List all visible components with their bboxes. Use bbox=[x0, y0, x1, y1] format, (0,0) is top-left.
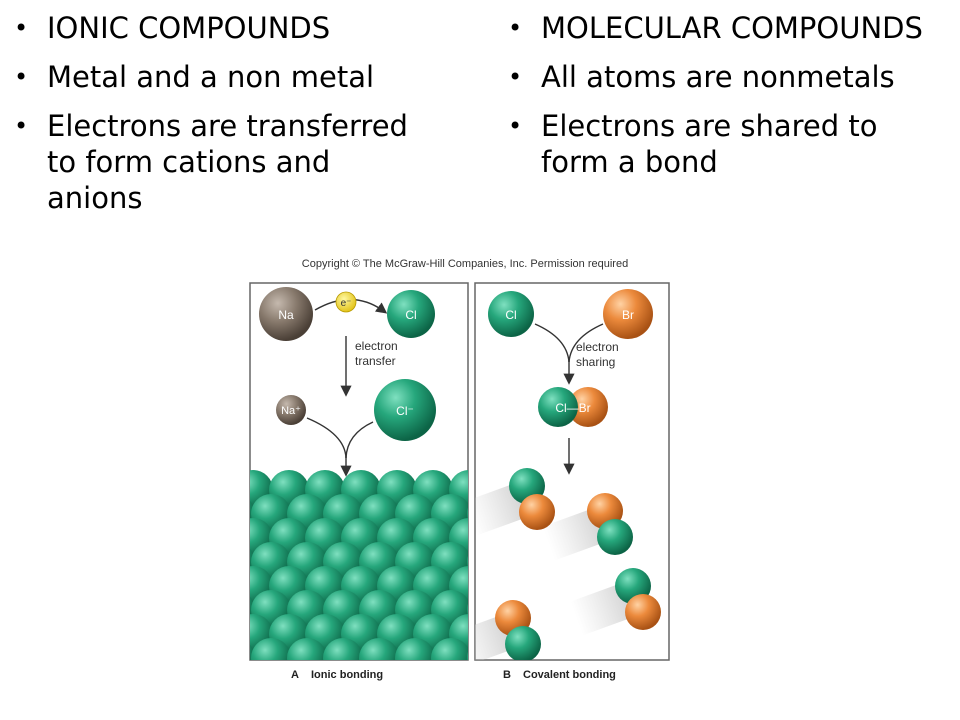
electron-label: e⁻ bbox=[341, 298, 352, 309]
chlorine-label: Cl bbox=[405, 308, 416, 322]
bromine-label: Br bbox=[622, 308, 634, 322]
transfer-label-line2: transfer bbox=[355, 354, 396, 368]
chloride-ion-lattice bbox=[467, 507, 468, 521]
caption-b-text: Covalent bonding bbox=[523, 669, 616, 681]
sodium-ion-lattice bbox=[461, 662, 477, 678]
ionic-column: IONIC COMPOUNDS Metal and a non metal El… bbox=[14, 10, 434, 229]
figure-copyright: Copyright © The McGraw-Hill Companies, I… bbox=[301, 258, 629, 270]
chloride-ion-lattice bbox=[359, 638, 399, 660]
sodium-atom: Na bbox=[259, 287, 313, 341]
share-arrow-left bbox=[534, 323, 570, 363]
chloride-ion-lattice bbox=[323, 638, 363, 660]
covalent-molecules bbox=[475, 468, 661, 660]
chlorine-atom: Cl bbox=[387, 290, 435, 338]
panel-covalent-bonding: Cl Br electron sharing Cl—Br bbox=[474, 282, 670, 661]
molecular-column: MOLECULAR COMPOUNDS All atoms are nonmet… bbox=[508, 10, 948, 193]
sodium-ion-lattice bbox=[425, 662, 441, 678]
chloride-ion-label: Cl⁻ bbox=[396, 404, 414, 418]
sodium-ion-lattice bbox=[389, 662, 405, 678]
share-arrow-right bbox=[568, 323, 604, 363]
ionic-lattice bbox=[245, 470, 477, 678]
molecular-bullet-heading: MOLECULAR COMPOUNDS bbox=[508, 10, 948, 46]
chloride-ion-lattice bbox=[467, 603, 468, 617]
clbr-molecule: Cl—Br bbox=[538, 387, 608, 427]
chloride-ion-lattice bbox=[287, 638, 327, 660]
molecular-bullet-electrons: Electrons are shared to form a bond bbox=[508, 108, 948, 180]
combine-arrow-left bbox=[306, 417, 347, 459]
ionic-bullet-heading: IONIC COMPOUNDS bbox=[14, 10, 434, 46]
molecule-atom bbox=[597, 519, 633, 555]
sodium-ion: Na⁺ bbox=[276, 395, 306, 425]
chloride-ion-lattice bbox=[395, 638, 435, 660]
sodium-ion-lattice bbox=[245, 662, 261, 678]
ionic-bullet-list: IONIC COMPOUNDS Metal and a non metal El… bbox=[14, 10, 434, 216]
caption-b-letter: B bbox=[503, 669, 511, 681]
molecule-atom bbox=[505, 626, 541, 660]
panel-ionic-bonding: Na Cl e⁻ electron transfer Na⁺ Cl⁻ bbox=[245, 282, 477, 678]
chlorine-b-label: Cl bbox=[505, 308, 516, 322]
bromine-atom: Br bbox=[603, 289, 653, 339]
bonding-diagram: Na Cl e⁻ electron transfer Na⁺ Cl⁻ bbox=[245, 282, 670, 681]
chlorine-atom-b: Cl bbox=[488, 291, 534, 337]
bonding-figure: Copyright © The McGraw-Hill Companies, I… bbox=[245, 258, 685, 698]
caption-a-letter: A bbox=[291, 669, 299, 681]
molecular-bullet-list: MOLECULAR COMPOUNDS All atoms are nonmet… bbox=[508, 10, 948, 180]
chloride-ion-lattice bbox=[251, 638, 291, 660]
sodium-ion-label: Na⁺ bbox=[281, 405, 301, 417]
ionic-bullet-composition: Metal and a non metal bbox=[14, 59, 434, 95]
chloride-ion: Cl⁻ bbox=[374, 379, 436, 441]
molecule-atom bbox=[519, 494, 555, 530]
transfer-label-line1: electron bbox=[355, 339, 398, 353]
clbr-label: Cl—Br bbox=[555, 401, 590, 415]
caption-a-text: Ionic bonding bbox=[311, 669, 383, 681]
chloride-ion-lattice bbox=[431, 638, 468, 660]
sodium-label: Na bbox=[278, 308, 294, 322]
chloride-ion-lattice bbox=[467, 651, 468, 660]
molecular-bullet-composition: All atoms are nonmetals bbox=[508, 59, 948, 95]
combine-arrow-right bbox=[345, 421, 374, 459]
molecule-atom bbox=[625, 594, 661, 630]
chloride-ion-lattice bbox=[467, 555, 468, 569]
sharing-label-line2: sharing bbox=[576, 355, 615, 369]
sharing-label-line1: electron bbox=[576, 340, 619, 354]
electron-particle: e⁻ bbox=[335, 291, 357, 313]
ionic-bullet-electrons: Electrons are transferred to form cation… bbox=[14, 108, 434, 216]
